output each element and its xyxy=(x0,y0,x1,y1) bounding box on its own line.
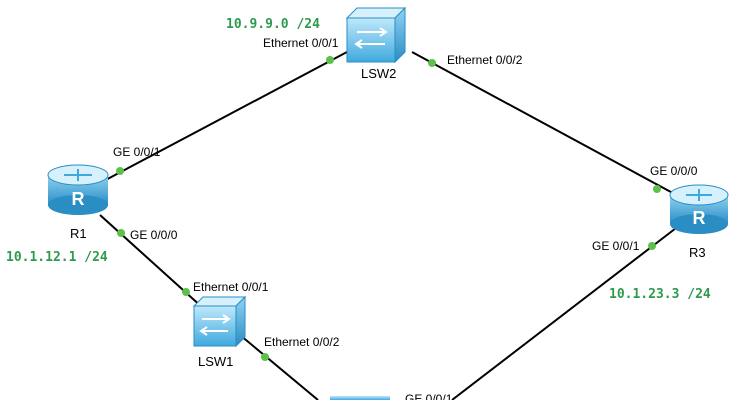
network-label-left: 10.1.12.1 /24 xyxy=(6,250,108,265)
port-dot-r1-ge001 xyxy=(116,167,124,175)
network-label-right: 10.1.23.3 /24 xyxy=(609,287,711,302)
device-label-lsw2: LSW2 xyxy=(361,66,396,81)
switch-lsw2[interactable] xyxy=(345,6,407,64)
port-label-bottom-ge001: GE 0/0/1 xyxy=(405,392,453,400)
svg-text:R: R xyxy=(72,189,85,209)
link-r3-bottom[interactable] xyxy=(451,224,681,400)
router-r1[interactable]: R xyxy=(47,164,109,215)
router-r3[interactable]: R xyxy=(669,184,729,234)
port-dot-lsw1-e002 xyxy=(261,353,269,361)
port-dot-r1-ge000 xyxy=(117,229,125,237)
link-lsw2-r3[interactable] xyxy=(411,51,683,199)
port-label-lsw1-e001: Ethernet 0/0/1 xyxy=(193,280,269,294)
port-dot-r3-ge001 xyxy=(648,242,656,250)
svg-text:R: R xyxy=(693,208,706,228)
port-dot-lsw2-e001 xyxy=(326,56,334,64)
port-dot-lsw1-e001 xyxy=(182,288,190,296)
port-label-r1-ge001: GE 0/0/1 xyxy=(113,145,161,159)
port-label-lsw1-e002: Ethernet 0/0/2 xyxy=(264,335,340,349)
port-label-r3-ge001: GE 0/0/1 xyxy=(592,239,640,253)
port-label-lsw2-e001: Ethernet 0/0/1 xyxy=(263,36,339,50)
port-label-r3-ge000: GE 0/0/0 xyxy=(650,164,698,178)
port-label-lsw2-e002: Ethernet 0/0/2 xyxy=(447,53,523,67)
port-label-r1-ge000: GE 0/0/0 xyxy=(130,228,178,242)
device-label-lsw1: LSW1 xyxy=(198,354,233,369)
device-label-r1: R1 xyxy=(70,226,87,241)
device-label-r3: R3 xyxy=(689,245,706,260)
switch-lsw1[interactable] xyxy=(192,295,247,348)
link-r1-lsw2[interactable] xyxy=(99,51,348,184)
partial-device-bottom xyxy=(330,396,390,400)
port-dot-lsw2-e002 xyxy=(428,59,436,67)
port-dot-r3-ge000 xyxy=(653,185,661,193)
network-label-top: 10.9.9.0 /24 xyxy=(226,17,320,32)
link-lsw1-bottom[interactable] xyxy=(239,334,319,400)
